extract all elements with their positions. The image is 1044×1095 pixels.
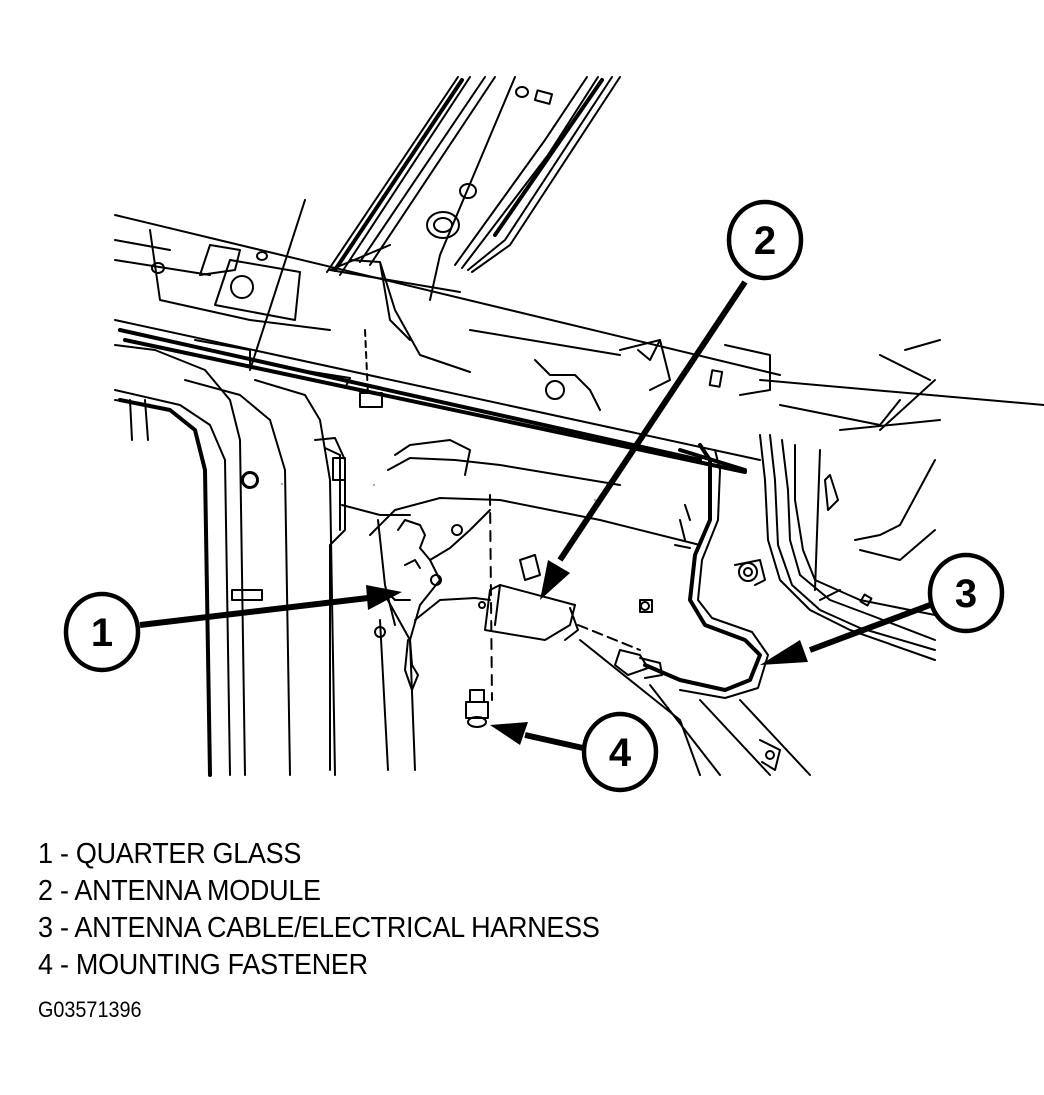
legend-item: 1 - QUARTER GLASS [38,836,600,873]
roof-pillar-structure [326,76,621,301]
callout-4: 4 [581,711,659,793]
callout-number: 4 [609,731,632,775]
legend-number: 3 [38,912,53,944]
antenna-cable [614,443,769,699]
wheelhouse-panel [519,379,941,776]
legend-separator: - [59,875,69,907]
legend-number: 2 [38,875,53,907]
leader-3 [808,602,932,653]
antenna-module [478,584,641,651]
callout-leaders [139,280,932,751]
arrowhead-4 [490,722,528,745]
callout-number: 3 [955,572,977,616]
legend-text: QUARTER GLASS [75,838,302,870]
callout-2: 2 [726,199,804,281]
leader-4 [524,732,584,751]
callout-number: 2 [754,219,776,263]
legend-text: MOUNTING FASTENER [75,949,368,981]
leader-1 [139,595,369,628]
callout-number: 1 [91,611,113,655]
legend-item: 2 - ANTENNA MODULE [38,873,600,910]
arrowhead-2 [540,560,570,600]
arrowhead-1 [366,585,402,610]
legend-separator: - [59,949,69,981]
upper-body-panel [114,214,1044,474]
legend-item: 4 - MOUNTING FASTENER [38,947,600,984]
antenna-module-illustration: 1 2 3 4 [63,76,1044,793]
legend-item: 3 - ANTENNA CABLE/ELECTRICAL HARNESS [38,910,600,947]
arrowhead-3 [760,640,808,665]
leader-2 [557,280,748,562]
glass-bracket [374,494,493,701]
c-pillar [114,199,336,777]
legend-separator: - [59,912,69,944]
legend-number: 4 [38,949,53,981]
legend: 1 - QUARTER GLASS 2 - ANTENNA MODULE 3 -… [38,836,600,984]
callout-3: 3 [927,552,1005,634]
legend-separator: - [59,838,69,870]
mounting-fastener [465,689,489,728]
legend-text: ANTENNA CABLE/ELECTRICAL HARNESS [74,912,600,944]
legend-number: 1 [38,838,53,870]
figure-id: G03571396 [38,997,142,1022]
callout-1: 1 [63,591,141,673]
legend-text: ANTENNA MODULE [74,875,321,907]
